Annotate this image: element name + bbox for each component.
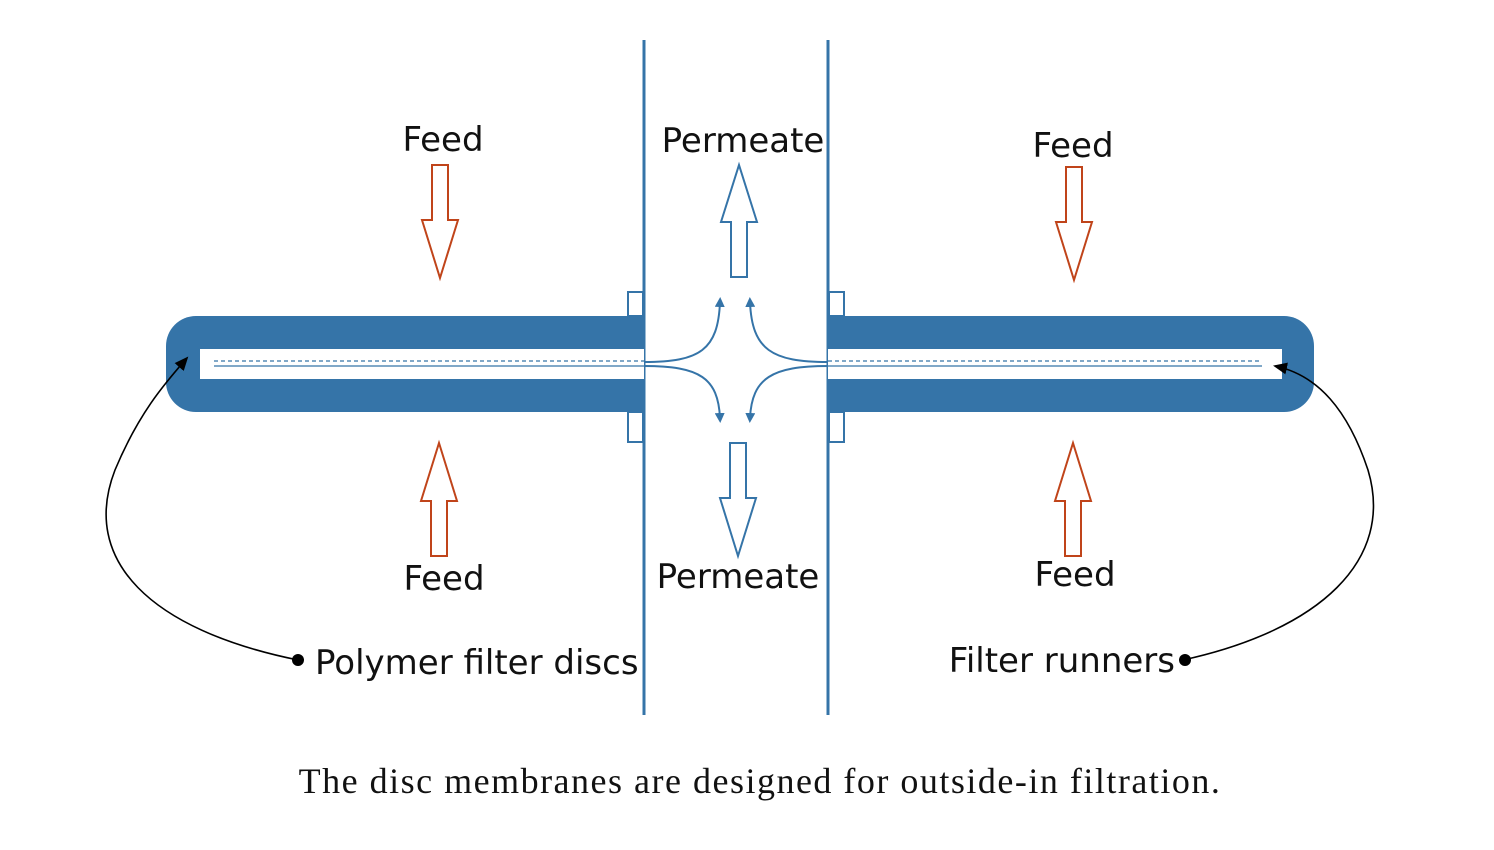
permeate-arrow-down [718,442,758,560]
label-permeate-bottom: Permeate [657,557,820,597]
leader-lines [105,356,1375,661]
feed-arrow-bottom-left [419,439,459,557]
feed-arrow-top-right [1054,166,1094,284]
diagram-caption: The disc membranes are designed for outs… [299,761,1222,801]
feed-arrow-bottom-right [1053,439,1093,557]
permeate-flow-curves [643,297,829,423]
leader-dot-left [292,654,304,666]
label-polymer-filter-discs: Polymer filter discs [315,643,639,683]
label-feed-bottom-right: Feed [1034,555,1115,595]
leader-dot-right [1179,654,1191,666]
feed-arrow-top-left [420,164,460,282]
label-permeate-top: Permeate [662,121,825,161]
clip-bottom-left [627,411,644,443]
clip-top-left [627,291,644,317]
filter-disc-left [166,316,644,412]
label-filter-runners: Filter runners [949,641,1175,681]
label-feed-bottom-left: Feed [403,559,484,599]
permeate-arrow-up [719,161,759,278]
label-feed-top-right: Feed [1032,126,1113,166]
label-feed-top-left: Feed [402,120,483,160]
filter-disc-right [828,316,1314,412]
clip-top-right [828,291,845,317]
clip-bottom-right [828,411,845,443]
